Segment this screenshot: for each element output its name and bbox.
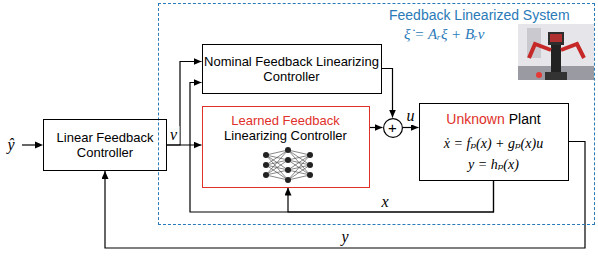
network-links	[266, 150, 310, 180]
junction-circle	[383, 118, 402, 137]
signal-wire	[288, 181, 494, 213]
photo-background	[518, 24, 594, 80]
sum-sign: +	[388, 120, 397, 135]
arrow-head	[35, 142, 43, 149]
box-title: Unknown	[446, 111, 504, 127]
robot-arm	[529, 44, 551, 58]
signal-wire	[167, 62, 202, 146]
box-label: Nominal Feedback Linearizing Controller	[203, 54, 381, 84]
network-unit	[307, 162, 313, 168]
connectors	[105, 62, 585, 249]
network-unit	[263, 172, 269, 178]
system-region: Feedback Linearized System ξ̇ = Aᵣξ + Bᵣv…	[158, 3, 595, 225]
text-group: Linear Feedback Controller	[44, 130, 166, 160]
signal-label: v	[168, 126, 179, 144]
robot-arm	[561, 44, 584, 58]
reference-wire	[22, 144, 35, 145]
region-equation: ξ̇ = Aᵣξ + Bᵣv	[404, 26, 484, 43]
plant-box: Unknown Plant ẋ = fₚ(x) + gₚ(x)u y = hₚ(x)	[419, 103, 569, 181]
network-unit	[285, 147, 291, 153]
network-unit	[285, 177, 291, 183]
summing-junction: +	[383, 118, 403, 138]
text-group: Nominal Feedback Linearizing Controller	[203, 54, 381, 84]
reference-signal: ŷ	[5, 136, 16, 154]
reference-arrow	[22, 142, 43, 149]
network-unit	[263, 162, 269, 168]
signal-label: u	[405, 107, 417, 125]
network-unit	[285, 157, 291, 163]
learned-controller-box: Learned FeedbackLinearizing Controller	[202, 106, 370, 188]
box-label: Linear Feedback Controller	[44, 130, 166, 160]
network-unit	[307, 152, 313, 158]
robot-screen	[550, 34, 562, 42]
robot-stop-button	[536, 72, 542, 78]
signal-label: x	[379, 193, 390, 211]
robot-torso	[551, 45, 561, 72]
text-group: Unknown Plant ẋ = fₚ(x) + gₚ(x)u y = hₚ(x)	[444, 110, 543, 173]
robot-head	[548, 32, 564, 45]
plant-equation: y = hₚ(x)	[444, 156, 543, 173]
signal-wire	[382, 69, 393, 118]
signal-wire	[167, 144, 202, 145]
box-label: Learned Feedback	[224, 113, 347, 128]
signal-label: y	[339, 228, 350, 246]
network-units	[263, 147, 313, 183]
robot-base	[545, 72, 567, 80]
network-unit	[263, 152, 269, 158]
region-title: Feedback Linearized System	[389, 7, 570, 23]
network-unit	[285, 167, 291, 173]
network-unit	[307, 172, 313, 178]
signal-wire	[105, 142, 585, 249]
plant-equation: ẋ = fₚ(x) + gₚ(x)u	[444, 135, 543, 152]
robot-photo	[518, 24, 594, 80]
box-label: Linearizing Controller	[224, 128, 347, 143]
signal-wire	[370, 127, 383, 128]
signal-wire	[403, 127, 419, 128]
neural-network-icon	[263, 147, 313, 183]
controller-box: Linear Feedback Controller	[43, 119, 167, 171]
box-title: Plant	[509, 111, 541, 127]
controller-box: Nominal Feedback Linearizing Controller	[202, 44, 382, 94]
text-group: Learned FeedbackLinearizing Controller	[224, 113, 347, 143]
text-group: +	[388, 120, 397, 135]
